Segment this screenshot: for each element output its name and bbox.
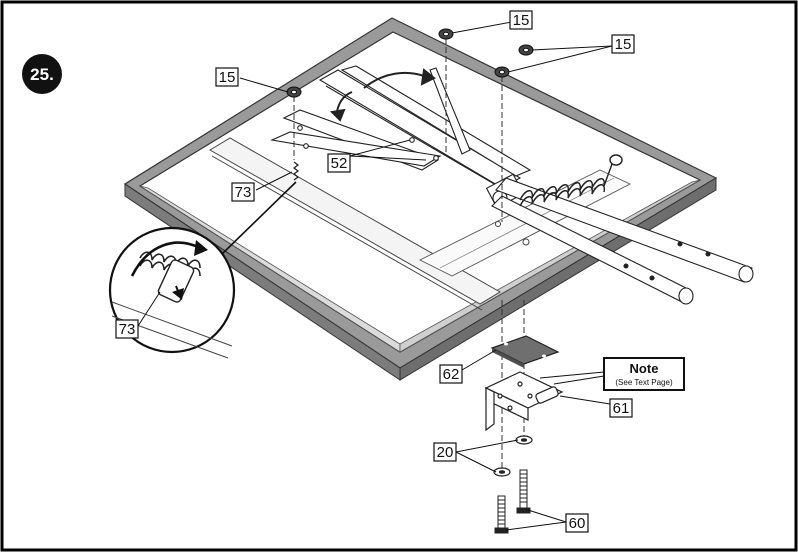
- callout-15a: 15: [509, 10, 533, 30]
- note-subtitle: (See Text Page): [615, 378, 673, 387]
- callout-73b: 73: [115, 319, 139, 339]
- callout-73b-label: 73: [119, 321, 136, 338]
- callout-73a: 73: [231, 182, 255, 202]
- callout-15b: 15: [611, 34, 635, 54]
- washers: [493, 435, 533, 477]
- callout-61: 61: [609, 398, 633, 418]
- callout-20-label: 20: [437, 444, 454, 461]
- note-title: Note: [630, 361, 659, 376]
- callout-61-label: 61: [613, 400, 630, 417]
- step-number: 25.: [30, 65, 54, 84]
- callout-15b-label: 15: [615, 36, 632, 53]
- mounting-plate: [490, 335, 560, 368]
- spring: [519, 154, 623, 207]
- leg-mechanism: [270, 65, 754, 305]
- callout-60: 60: [565, 513, 589, 533]
- callout-52-label: 52: [331, 155, 348, 172]
- leg-bracket: [484, 371, 564, 432]
- callout-62-label: 62: [443, 366, 460, 383]
- leader-lines: [137, 21, 613, 531]
- callout-20: 20: [433, 442, 457, 462]
- step-badge: 25.: [22, 54, 62, 94]
- bolts: [494, 469, 531, 534]
- callout-15c: 15: [215, 67, 239, 87]
- callout-52: 52: [327, 153, 351, 173]
- callout-62: 62: [439, 364, 463, 384]
- spring-pin: [292, 161, 300, 181]
- rotation-arrows: [329, 68, 436, 122]
- callout-60-label: 60: [569, 515, 586, 532]
- callout-15a-label: 15: [513, 12, 530, 29]
- hex-nuts: [286, 28, 534, 98]
- callout-73a-label: 73: [235, 184, 252, 201]
- callout-15c-label: 15: [219, 69, 236, 86]
- note-box: Note (See Text Page): [603, 357, 685, 391]
